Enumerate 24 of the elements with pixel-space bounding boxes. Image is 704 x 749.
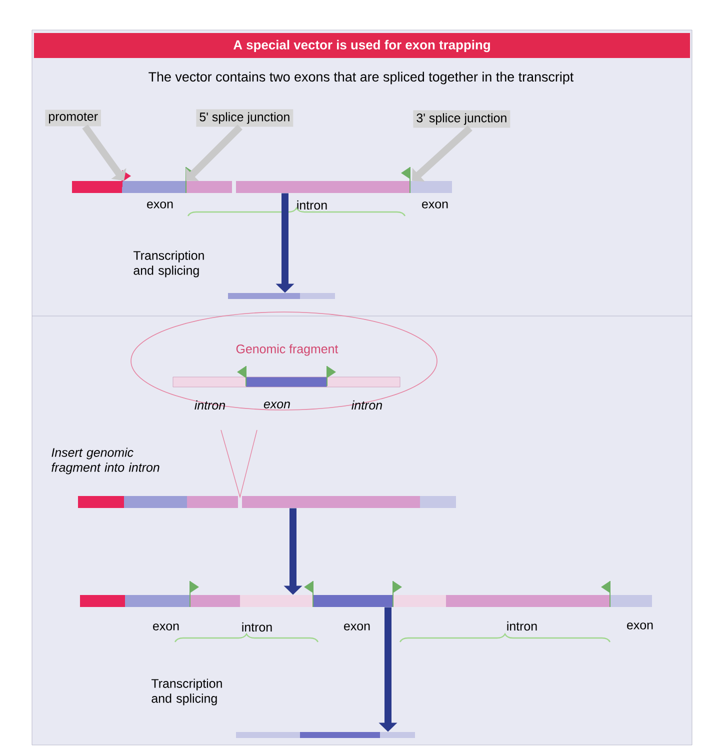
arrow bbox=[186, 124, 242, 182]
subtitle: The vector contains two exons that are spliced together in the transcript bbox=[148, 72, 574, 84]
segment-label: exon bbox=[627, 622, 653, 630]
dna-bar bbox=[80, 595, 652, 607]
segment-label: intron bbox=[507, 621, 537, 631]
dna-bar bbox=[228, 293, 335, 299]
segment-label: intron bbox=[242, 622, 272, 632]
step-label: Transcription and splicing bbox=[151, 678, 222, 706]
callout-label: promoter bbox=[45, 110, 101, 126]
step-label: Transcription and splicing bbox=[133, 250, 204, 278]
arrow bbox=[82, 124, 126, 181]
callout-label: 3' splice junction bbox=[413, 110, 510, 128]
segment-label: exon bbox=[422, 202, 448, 208]
title-banner: A special vector is used for exon trapping bbox=[34, 33, 690, 58]
segment-label: exon bbox=[147, 202, 173, 208]
segment-label: exon bbox=[153, 624, 179, 630]
dna-bar bbox=[236, 732, 415, 738]
arrow bbox=[412, 125, 472, 182]
dna-bar bbox=[72, 181, 452, 193]
step-label: Insert genomic fragment into intron bbox=[52, 448, 160, 474]
dna-bar bbox=[78, 496, 456, 508]
segment-label: intron bbox=[297, 200, 327, 210]
segment-label: exon bbox=[344, 624, 370, 630]
callout-label: 5' splice junction bbox=[196, 109, 294, 127]
